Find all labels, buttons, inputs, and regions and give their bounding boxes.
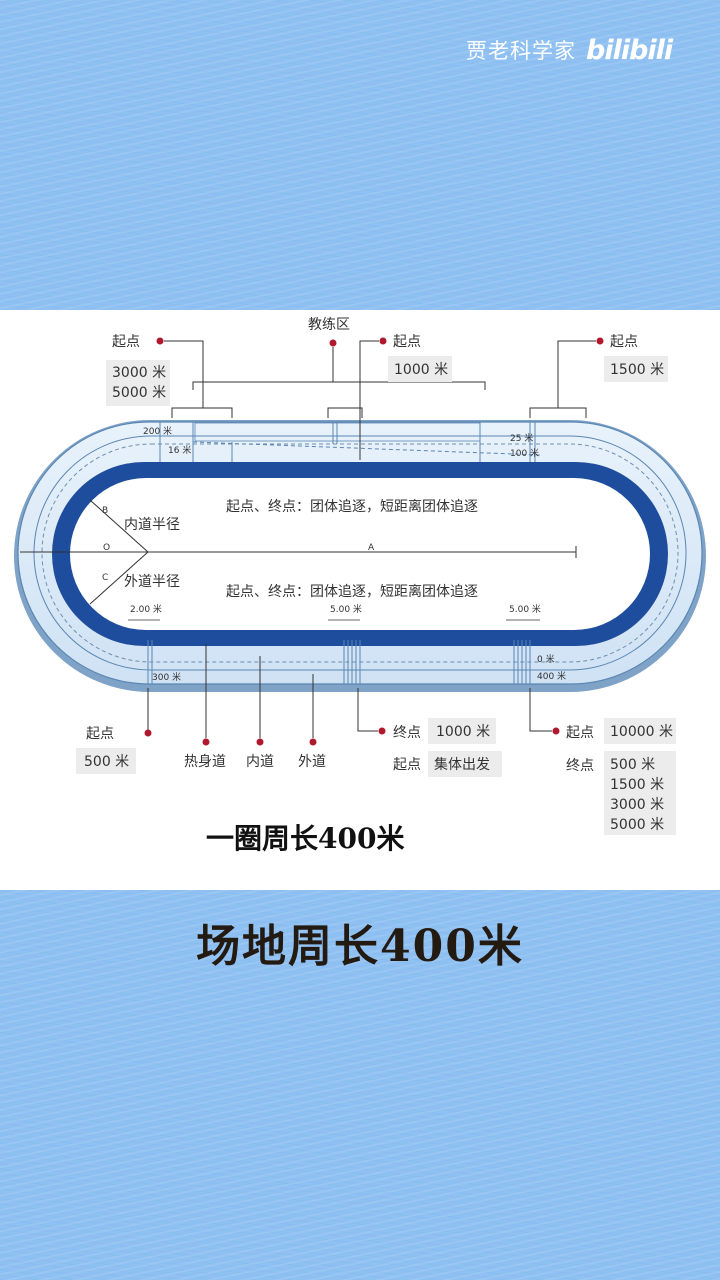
label-box — [604, 356, 668, 382]
mark-400m: 400 米 — [537, 670, 566, 682]
finish-value-1: 500 米 — [610, 757, 655, 773]
bottom-right-start-label: 起点 — [566, 725, 594, 741]
warmup-lane-label: 热身道 — [184, 754, 226, 770]
label-box — [106, 360, 170, 406]
marker-dot — [309, 738, 317, 746]
mark-100m: 100 米 — [510, 447, 539, 459]
mark-25m: 25 米 — [510, 432, 533, 444]
leader-line — [357, 688, 378, 732]
axis-a-label: A — [368, 543, 375, 553]
bottom-left-start-value: 500 米 — [84, 754, 129, 770]
bottom-mid-start-label: 起点 — [393, 757, 421, 773]
marker-dot — [202, 738, 210, 746]
crossing-zone — [194, 422, 481, 442]
bottom-mid-finish-label: 终点 — [393, 725, 421, 741]
mark-5m-a: 5.00 米 — [330, 603, 362, 615]
watermark: 贾老科学家 bilibili — [466, 30, 673, 70]
bottom-mid-finish-value: 1000 米 — [436, 724, 490, 740]
infield-start-finish-bottom: 起点、终点：团体追逐，短距离团体追逐 — [226, 583, 478, 600]
top-left-value-1: 3000 米 — [112, 365, 166, 381]
diagram-panel: 200 米 16 米 25 米 100 米 300 米 0 米 400 米 2.… — [0, 310, 720, 890]
finish-value-4: 5000 米 — [610, 817, 664, 833]
marker-dot — [378, 727, 386, 735]
top-mid-start-value: 1000 米 — [394, 362, 448, 378]
leader-line — [164, 340, 204, 408]
axis-b-label: B — [102, 506, 108, 516]
top-mid-start-label: 起点 — [393, 334, 421, 350]
crossing-line — [192, 441, 541, 456]
mark-16m: 16 米 — [168, 444, 191, 456]
bottom-left-start-label: 起点 — [86, 726, 114, 742]
axis-o-label: O — [103, 543, 110, 553]
leader-line — [529, 688, 552, 732]
bilibili-logo: bilibili — [586, 34, 673, 66]
speed-skating-track-diagram: 200 米 16 米 25 米 100 米 300 米 0 米 400 米 2.… — [14, 317, 706, 855]
top-right-start-value: 1500 米 — [610, 362, 664, 378]
top-left-value-2: 5000 米 — [112, 385, 166, 401]
mark-200m: 200 米 — [143, 425, 172, 437]
inner-radius-label: 内道半径 — [124, 517, 180, 533]
outer-lane-label: 外道 — [298, 754, 326, 770]
marker-dot — [552, 727, 560, 735]
finish-value-2: 1500 米 — [610, 777, 664, 793]
bracket — [171, 407, 233, 418]
marker-dot — [329, 339, 337, 347]
mark-5m-b: 5.00 米 — [509, 603, 541, 615]
radius-line-c — [89, 551, 149, 605]
finish-lines-right — [513, 640, 531, 684]
caption: 场地周长400米 — [196, 921, 524, 972]
label-box — [604, 751, 676, 835]
infield-start-finish-top: 起点、终点：团体追逐，短距离团体追逐 — [226, 498, 478, 515]
label-box — [388, 356, 452, 382]
inner-lane-label: 内道 — [246, 754, 274, 770]
finish-value-3: 3000 米 — [610, 797, 664, 813]
leader-line — [557, 340, 596, 408]
coach-area-label: 教练区 — [308, 317, 350, 333]
infield — [70, 478, 650, 630]
marker-dot — [596, 337, 604, 345]
label-box — [428, 718, 496, 744]
marker-dot — [379, 337, 387, 345]
label-box — [76, 748, 136, 774]
channel-name: 贾老科学家 — [466, 39, 576, 63]
marker-dot — [256, 738, 264, 746]
top-right-start-label: 起点 — [610, 334, 638, 350]
bracket — [529, 407, 587, 418]
coach-area-bracket — [192, 381, 486, 390]
outer-radius-label: 外道半径 — [124, 574, 180, 590]
label-box — [428, 751, 502, 777]
bracket — [327, 407, 363, 418]
mark-300m: 300 米 — [152, 671, 181, 683]
label-box — [604, 718, 676, 744]
finish-lines-mid — [343, 640, 361, 684]
marker-dot — [144, 729, 152, 737]
bottom-right-start-value: 10000 米 — [610, 724, 673, 740]
bottom-mid-start-value: 集体出发 — [434, 756, 490, 773]
diagram-title: 一圈周长400米 — [206, 822, 404, 855]
radius-line-b — [89, 499, 149, 553]
marker-dot — [156, 337, 164, 345]
mark-0m: 0 米 — [537, 653, 555, 665]
bottom-right-finish-label: 终点 — [566, 758, 594, 774]
mark-2m: 2.00 米 — [130, 603, 162, 615]
axis-c-label: C — [102, 573, 108, 583]
top-left-start-label: 起点 — [112, 334, 140, 350]
leader-line — [359, 340, 379, 460]
